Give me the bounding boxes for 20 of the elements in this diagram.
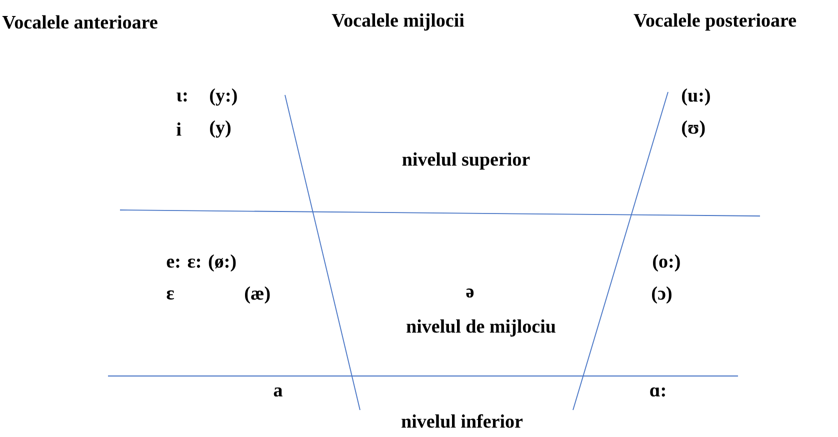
- vowel-symbol: (æ): [245, 286, 270, 304]
- vowel-symbol: ι:: [176, 92, 187, 102]
- vowel-symbol: ɑ:: [650, 387, 665, 397]
- level-label: nivelul superior: [402, 152, 530, 170]
- vowel-symbol: (y): [210, 120, 231, 138]
- vowel-symbol: (y:): [210, 88, 237, 106]
- vowel-symbol: a: [274, 387, 282, 397]
- level-label: nivelul de mijlociu: [406, 319, 556, 337]
- vowel-symbol: (ʊ): [682, 120, 705, 138]
- vowel-symbol: (o:): [653, 254, 680, 272]
- level-label: nivelul inferior: [402, 414, 523, 428]
- vowel-symbol: e: ɛ: (ø:): [166, 254, 236, 272]
- vowel-symbol: (ɔ): [652, 286, 672, 304]
- column-heading: Vocalele anterioare: [2, 15, 158, 29]
- column-heading: Vocalele posterioare: [634, 13, 796, 31]
- vowel-symbol: (u:): [682, 88, 710, 106]
- vowel-symbol: ə: [466, 288, 474, 298]
- column-heading: Vocalele mijlocii: [332, 13, 464, 31]
- vowel-symbol: ɛ: [166, 290, 174, 300]
- vowel-symbol: i: [176, 122, 182, 136]
